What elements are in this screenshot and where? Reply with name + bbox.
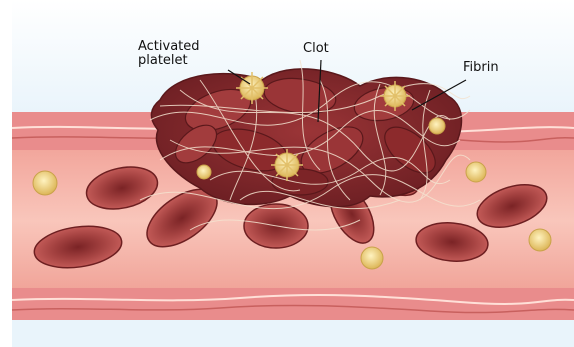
activated-platelet-label: Activated platelet xyxy=(138,40,248,68)
resting-platelet xyxy=(33,171,57,195)
clot-label: Clot xyxy=(303,42,329,56)
resting-platelet xyxy=(529,229,551,251)
clot xyxy=(151,69,461,207)
resting-platelet xyxy=(361,247,383,269)
resting-platelet xyxy=(466,162,486,182)
fibrin-label: Fibrin xyxy=(463,61,499,75)
activated-platelet xyxy=(429,118,445,134)
bottom-background xyxy=(12,318,574,347)
activated-platelet xyxy=(197,165,211,179)
